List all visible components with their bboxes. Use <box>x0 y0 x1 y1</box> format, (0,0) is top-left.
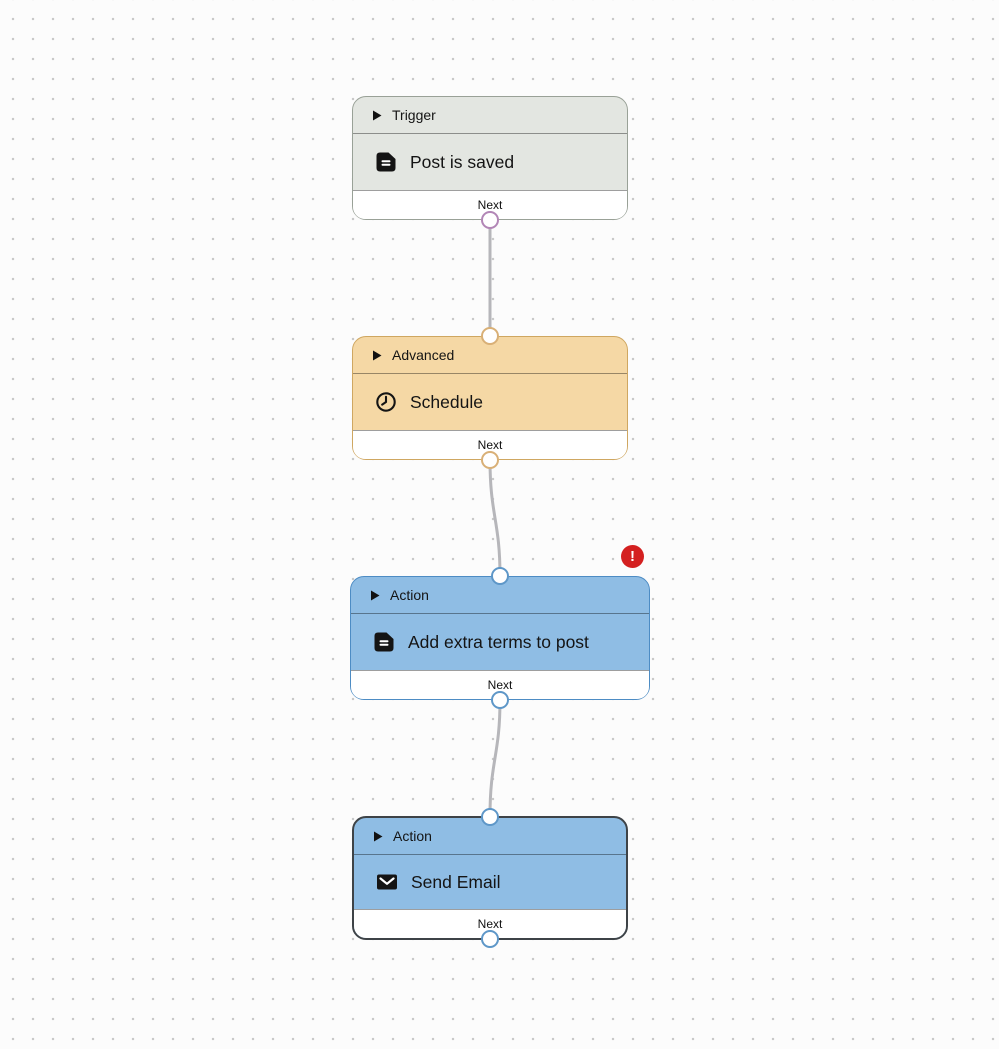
input-port[interactable] <box>481 327 499 345</box>
error-badge[interactable]: ! <box>621 545 644 568</box>
node-header[interactable]: Action <box>354 818 626 855</box>
envelope-icon <box>377 874 397 890</box>
node-title: Add extra terms to post <box>408 631 589 652</box>
output-port-next[interactable] <box>491 691 509 709</box>
expand-triangle-icon[interactable] <box>370 590 380 601</box>
document-icon <box>376 152 396 172</box>
edge-advanced-to-action1[interactable] <box>488 458 502 578</box>
node-trigger-post-is-saved[interactable]: Trigger Post is saved Next <box>352 96 628 229</box>
expand-triangle-icon[interactable] <box>372 350 382 361</box>
node-body[interactable]: Send Email <box>354 855 626 909</box>
node-type-label: Action <box>393 828 432 844</box>
expand-triangle-icon[interactable] <box>372 110 382 121</box>
document-icon <box>374 632 394 652</box>
output-port-next[interactable] <box>481 451 499 469</box>
node-header[interactable]: Action <box>351 577 649 614</box>
node-advanced-schedule[interactable]: Advanced Schedule Next <box>352 327 628 469</box>
node-next-slot: Next <box>351 670 649 699</box>
expand-triangle-icon[interactable] <box>373 831 383 842</box>
node-type-label: Advanced <box>392 347 455 363</box>
node-title: Send Email <box>411 871 501 892</box>
node-action-send-email[interactable]: Action Send Email Next <box>352 808 628 948</box>
input-port[interactable] <box>491 567 509 585</box>
node-type-label: Trigger <box>392 107 436 123</box>
edge-action1-to-action2[interactable] <box>488 698 502 818</box>
node-next-slot: Next <box>353 430 627 459</box>
node-body[interactable]: Add extra terms to post <box>351 614 649 670</box>
node-header[interactable]: Advanced <box>353 337 627 374</box>
node-title: Post is saved <box>410 151 515 172</box>
clock-icon <box>376 392 396 412</box>
node-type-label: Action <box>390 587 429 603</box>
next-label: Next <box>477 198 503 212</box>
next-label: Next <box>487 678 513 692</box>
next-label: Next <box>477 917 503 931</box>
output-port-next[interactable] <box>481 930 499 948</box>
node-body[interactable]: Schedule <box>353 374 627 430</box>
node-action-add-extra-terms[interactable]: Action Add extra terms to post Next <box>350 567 650 709</box>
node-next-slot: Next <box>353 190 627 219</box>
next-label: Next <box>477 438 503 452</box>
node-header[interactable]: Trigger <box>353 97 627 134</box>
node-title: Schedule <box>410 391 483 412</box>
node-body[interactable]: Post is saved <box>353 134 627 190</box>
input-port[interactable] <box>481 808 499 826</box>
output-port-next[interactable] <box>481 211 499 229</box>
